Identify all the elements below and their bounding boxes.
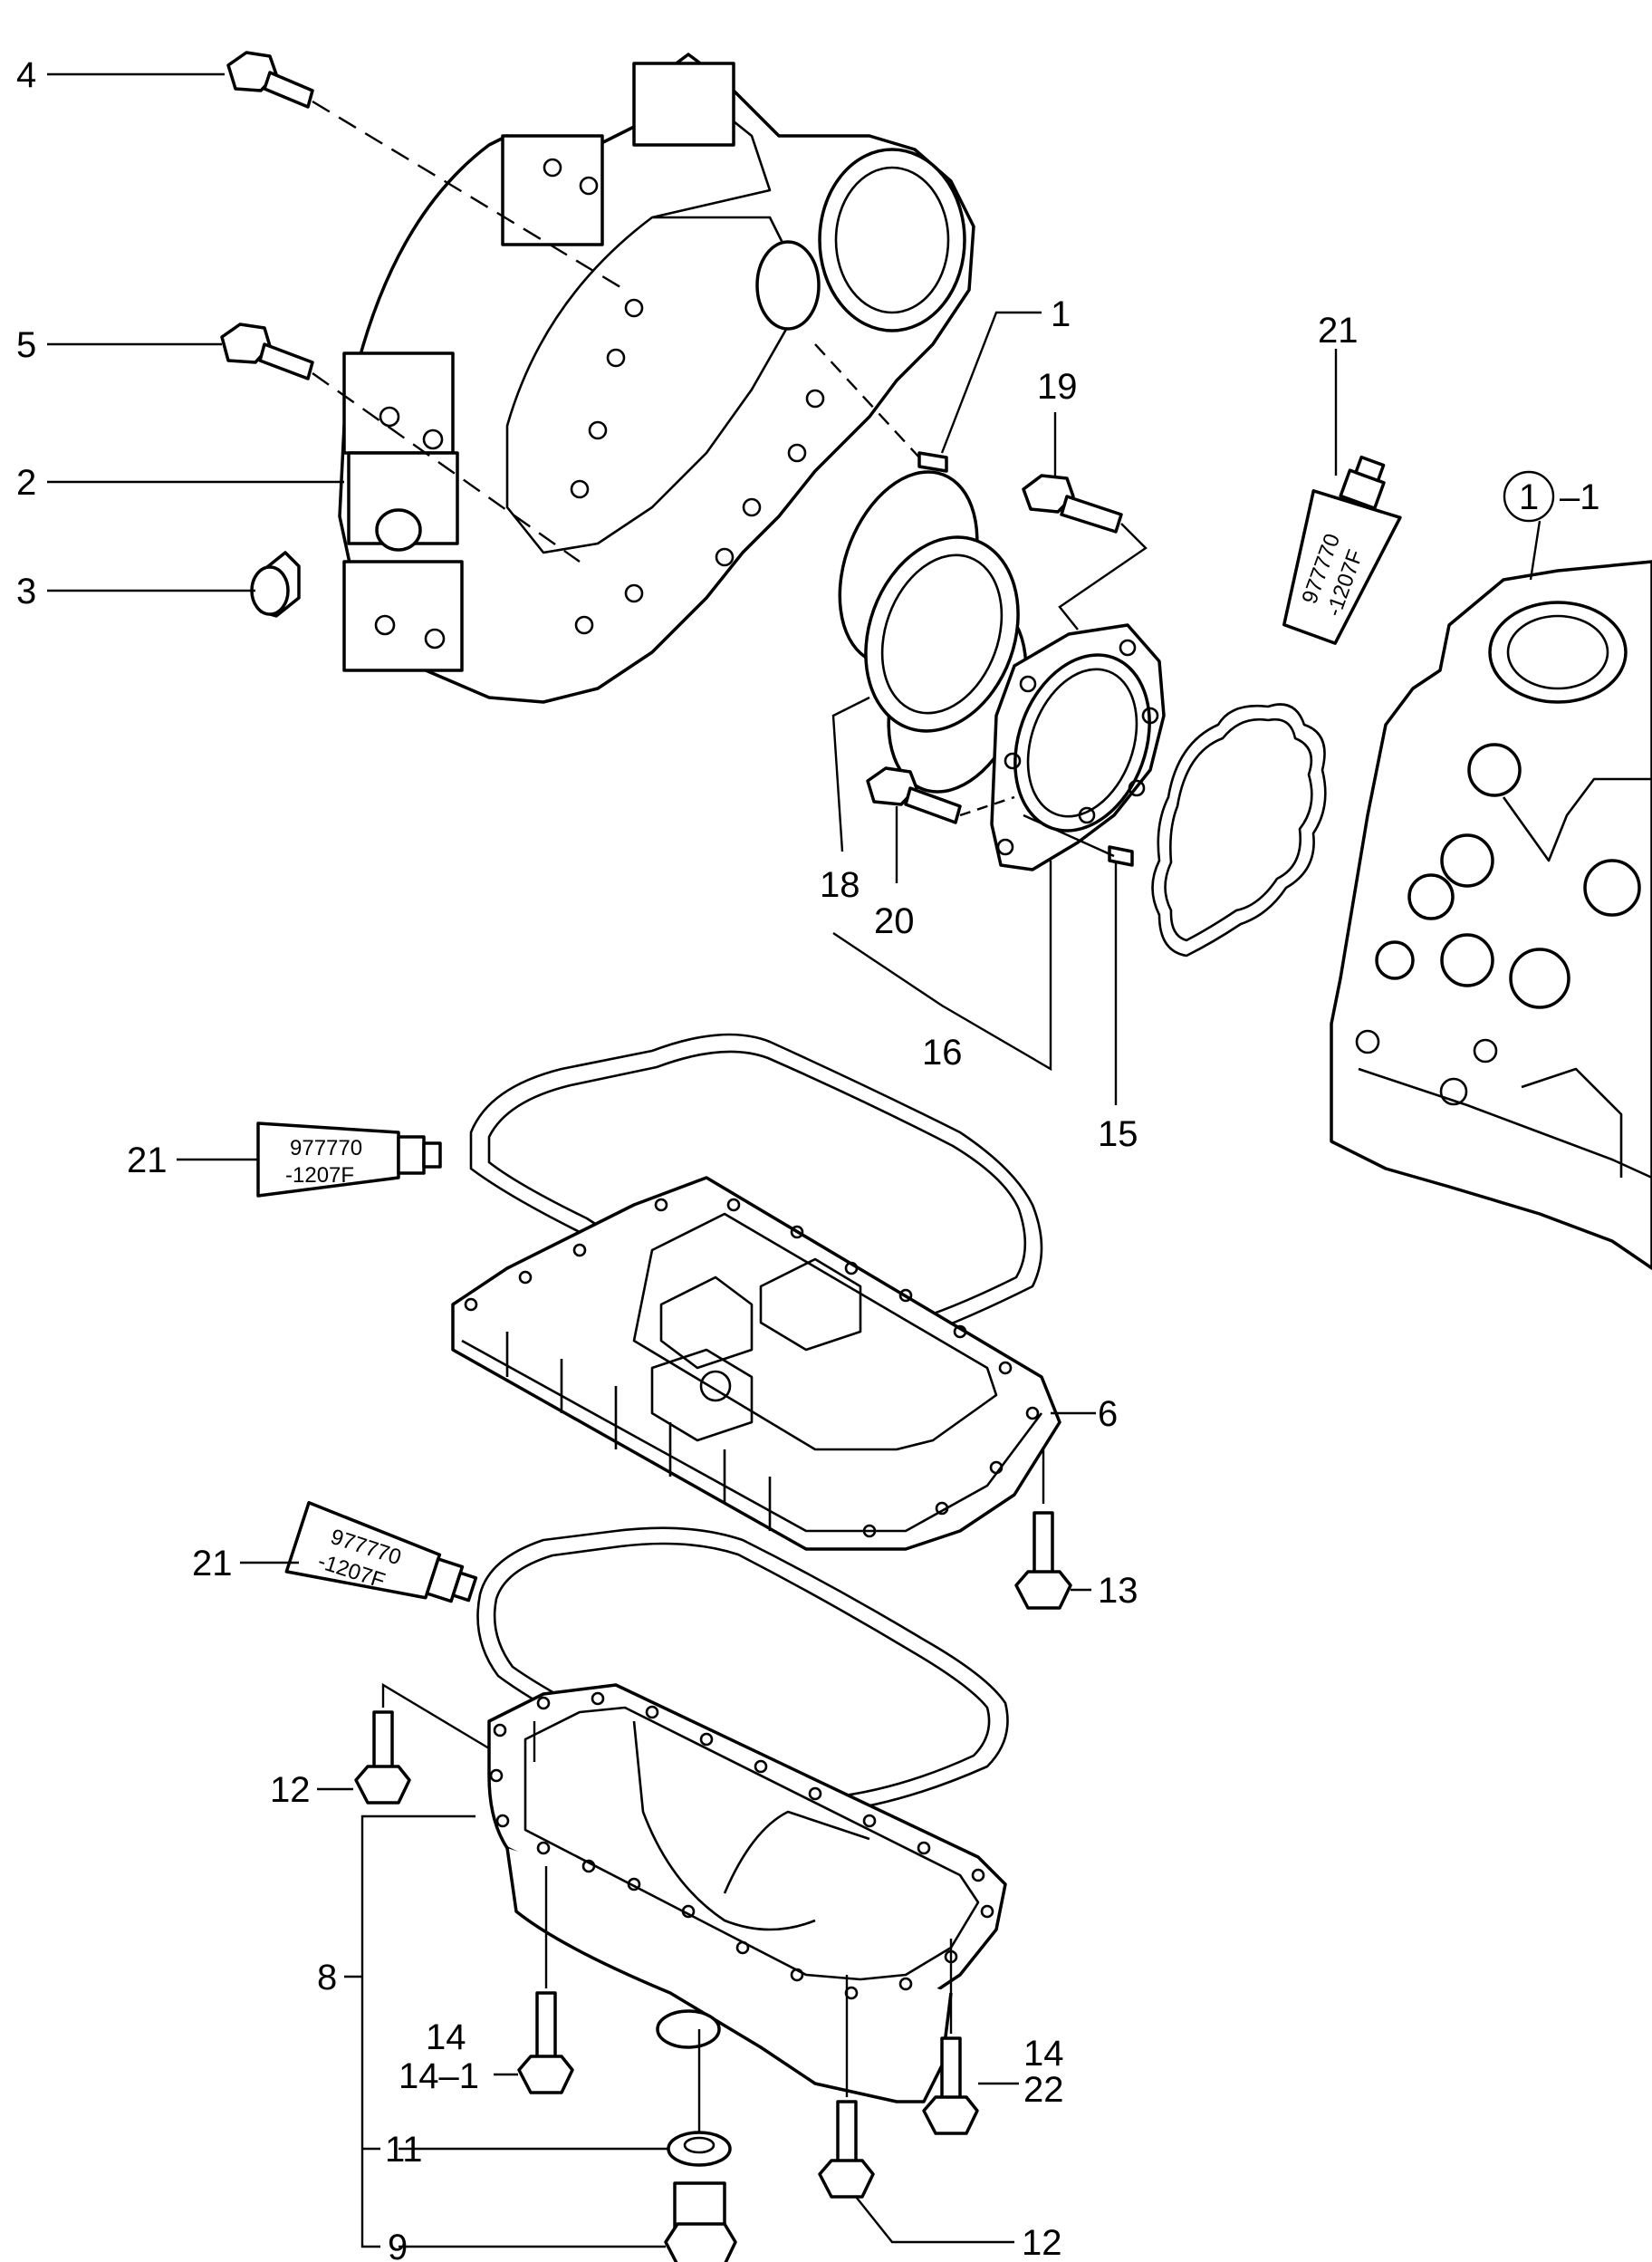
callout-9: 9	[388, 2228, 408, 2262]
callout-15: 15	[1098, 1114, 1138, 1154]
rear-gasket	[1151, 703, 1327, 958]
bolt-20	[866, 766, 962, 824]
ref-circle-number: 1	[1519, 477, 1539, 517]
callout-13: 13	[1098, 1571, 1138, 1611]
callout-14-right: 14	[1023, 2034, 1064, 2074]
leader-16	[832, 861, 1052, 1072]
leader-1-dashed	[814, 343, 920, 458]
ref-circle	[1503, 470, 1555, 523]
dowel-pin-1	[917, 451, 948, 473]
alignment-line-5	[312, 372, 581, 563]
leader-1	[940, 311, 1042, 454]
callout-1: 1	[1051, 294, 1071, 334]
callout-22: 22	[1023, 2070, 1064, 2110]
cylinder-block	[1330, 560, 1652, 1270]
callout-3: 3	[16, 572, 36, 611]
callout-4: 4	[16, 55, 36, 95]
oil-pan-upper-6	[451, 1176, 1061, 1551]
tube-text-line1: 977770	[290, 1136, 362, 1160]
bracket-8	[360, 1814, 475, 2248]
flywheel-housing	[338, 53, 975, 704]
callout-14-1: 14–1	[399, 2056, 479, 2096]
callout-12-upper: 12	[270, 1770, 311, 1810]
leader-12b	[855, 2196, 1014, 2244]
bolt-12-upper	[354, 1710, 411, 1805]
callout-18: 18	[820, 865, 860, 905]
oil-pan-8	[487, 1683, 1007, 2103]
callout-21-top: 21	[1318, 311, 1359, 351]
bolt-14-left	[517, 1991, 574, 2094]
leader-18	[831, 696, 870, 852]
bolt-13	[1014, 1511, 1072, 1610]
bolt-19	[1022, 474, 1123, 534]
leader-19-path	[1058, 523, 1148, 630]
sealant-tube-middle: 977770 -1207F	[256, 1121, 442, 1198]
callout-21-low: 21	[192, 1544, 233, 1583]
sealant-tube-lower: 977770 -1207F	[284, 1501, 478, 1603]
plug-3	[250, 551, 301, 618]
sealant-tube-top: 977770 -1207F	[1282, 455, 1402, 645]
ref-circle-suffix: –1	[1560, 477, 1600, 517]
callout-5: 5	[16, 325, 36, 365]
leader-20b	[959, 795, 1015, 817]
callout-14-left: 14	[426, 2017, 466, 2057]
callout-2: 2	[16, 463, 36, 503]
tube-text-line2: -1207F	[285, 1163, 354, 1188]
callout-16: 16	[922, 1033, 963, 1073]
bolt-5	[220, 322, 314, 380]
bolt-4	[226, 51, 314, 109]
bolt-12-lower	[818, 2100, 875, 2199]
leader-15b	[1023, 813, 1115, 858]
callout-19: 19	[1037, 367, 1078, 407]
leader-12a-path	[381, 1682, 490, 1750]
callout-21-mid: 21	[127, 1141, 168, 1180]
oil-seal-18	[838, 470, 1028, 794]
callout-12-lower: 12	[1022, 2223, 1062, 2262]
callout-11: 11	[385, 2130, 423, 2170]
seal-housing-16	[990, 623, 1166, 871]
bolt-14-right	[922, 2036, 979, 2135]
callout-8: 8	[317, 1958, 337, 1997]
washer-11	[667, 2131, 732, 2167]
leader-ref	[1529, 520, 1542, 581]
drain-plug-9	[664, 2181, 737, 2262]
callout-6: 6	[1098, 1394, 1118, 1434]
callout-20: 20	[874, 901, 915, 941]
